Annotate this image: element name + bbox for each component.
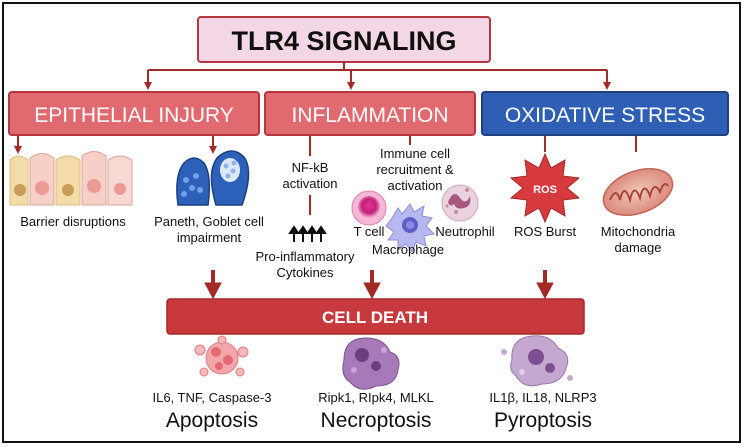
pyroptosis-cell-icon: [501, 335, 573, 387]
cell-death-arrows: [204, 270, 554, 300]
apoptosis-cell-icon: [194, 335, 249, 377]
ros-burst-label: ROS Burst: [514, 224, 577, 239]
barrier-disruptions-label: Barrier disruptions: [20, 214, 126, 229]
immune-cell-label-2: recruitment &: [376, 162, 454, 177]
epithelial-cells-icon: [9, 151, 133, 206]
cytokine-up-arrows-icon: [288, 225, 327, 242]
cell-death-box: [166, 298, 585, 335]
ros-burst-icon: ROS: [509, 152, 581, 224]
neutrophil-icon: [441, 184, 479, 222]
paneth-goblet-label-1: Paneth, Goblet cell: [154, 214, 264, 229]
macrophage-icon: [385, 203, 436, 254]
epithelial-injury-box: [8, 91, 260, 136]
ros-badge: ROS: [533, 184, 557, 196]
macrophage-label: Macrophage: [372, 242, 444, 257]
immune-cell-label-3: activation: [388, 178, 443, 193]
t-cell-icon: [351, 190, 387, 226]
oxidative-stress-label: OXIDATIVE STRESS: [505, 104, 705, 127]
title-text: TLR4 SIGNALING: [231, 26, 456, 56]
paneth-goblet-cells-icon: [176, 150, 250, 206]
apoptosis-label: Apoptosis: [166, 409, 258, 432]
t-cell-label: T cell: [354, 224, 385, 239]
sub-connectors: [14, 136, 637, 215]
mitochondria-label-1: Mitochondria: [601, 224, 676, 239]
neutrophil-label: Neutrophil: [435, 224, 494, 239]
top-connectors: [144, 62, 611, 90]
pyroptosis-label: Pyroptosis: [494, 409, 592, 432]
necroptosis-markers: Ripk1, RIpk4, MLKL: [318, 390, 434, 405]
necroptosis-cell-icon: [342, 337, 400, 390]
inflammation-box: [264, 91, 476, 136]
necroptosis-label: Necroptosis: [321, 409, 432, 432]
cytokines-label-1: Pro-inflammatory: [256, 249, 355, 264]
cytokines-label-2: Cytokines: [276, 265, 334, 280]
nfkb-label-1: NF-kB: [292, 160, 329, 175]
epithelial-injury-label: EPITHELIAL INJURY: [34, 104, 234, 127]
mitochondria-label-2: damage: [615, 240, 662, 255]
paneth-goblet-label-2: impairment: [177, 230, 242, 245]
apoptosis-markers: IL6, TNF, Caspase-3: [153, 390, 272, 405]
immune-cell-label-1: Immune cell: [380, 146, 450, 161]
cell-death-label: CELL DEATH: [322, 308, 428, 327]
inflammation-label: INFLAMMATION: [291, 104, 448, 127]
nfkb-label-2: activation: [283, 176, 338, 191]
pyroptosis-markers: IL1β, IL18, NLRP3: [489, 390, 596, 405]
mitochondria-icon: [602, 167, 674, 217]
oxidative-stress-box: [481, 91, 729, 136]
